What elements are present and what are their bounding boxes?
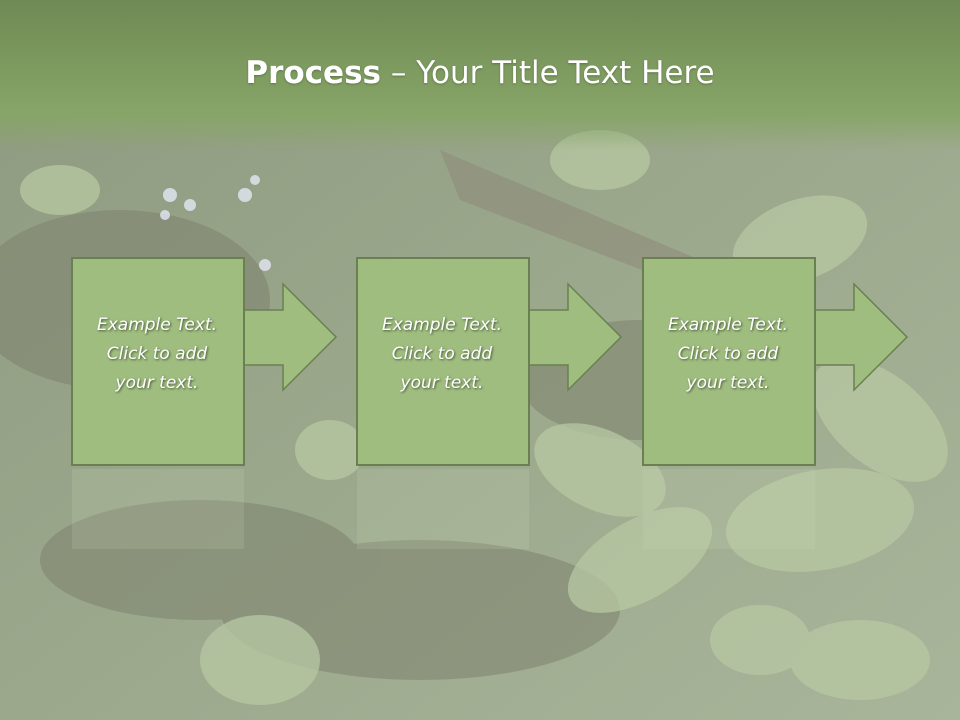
process-step-3[interactable]: Example Text. Click to add your text. bbox=[642, 257, 922, 557]
step-text-line-1: Example Text. bbox=[96, 315, 218, 335]
title-bar: Process – Your Title Text Here bbox=[0, 0, 960, 150]
slide-title[interactable]: Process – Your Title Text Here bbox=[0, 55, 960, 91]
step-text-line-3: your text. bbox=[686, 373, 770, 393]
title-bold-text: Process bbox=[245, 55, 381, 91]
step-shape bbox=[642, 257, 909, 549]
step-text-line-3: your text. bbox=[115, 373, 199, 393]
step-text-line-2: Click to add bbox=[677, 344, 779, 364]
title-rest-text: – Your Title Text Here bbox=[381, 55, 715, 91]
step-text[interactable]: Example Text. Click to add your text. bbox=[71, 311, 243, 398]
arrow-shape bbox=[242, 282, 338, 392]
step-text[interactable]: Example Text. Click to add your text. bbox=[356, 311, 528, 398]
process-step-2[interactable]: Example Text. Click to add your text. bbox=[356, 257, 636, 557]
step-text[interactable]: Example Text. Click to add your text. bbox=[642, 311, 814, 398]
step-text-line-3: your text. bbox=[400, 373, 484, 393]
step-box bbox=[71, 257, 245, 466]
arrow-shape bbox=[813, 282, 909, 392]
step-text-line-2: Click to add bbox=[106, 344, 208, 364]
arrow-shape bbox=[527, 282, 623, 392]
step-box bbox=[642, 257, 816, 466]
step-shape bbox=[356, 257, 623, 549]
step-text-line-1: Example Text. bbox=[667, 315, 789, 335]
step-box bbox=[356, 257, 530, 466]
step-text-line-2: Click to add bbox=[391, 344, 493, 364]
step-shape bbox=[71, 257, 338, 549]
process-step-1[interactable]: Example Text. Click to add your text. bbox=[71, 257, 351, 557]
step-text-line-1: Example Text. bbox=[381, 315, 503, 335]
